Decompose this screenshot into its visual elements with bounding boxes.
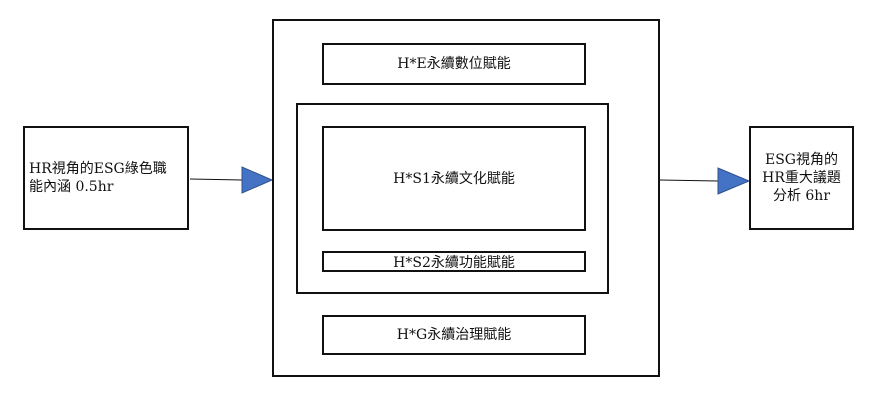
input-box-line2: 能內涵 0.5hr [29, 179, 114, 195]
s1-label: H*S1永續文化賦能 [393, 170, 515, 187]
input-box-line1: HR視角的ESG綠色職 [29, 161, 167, 177]
input-box-text: HR視角的ESG綠色職 能內涵 0.5hr [23, 126, 189, 230]
g-label: H*G永續治理賦能 [396, 327, 512, 343]
input-box [23, 126, 189, 230]
left-arrow-head [241, 166, 274, 194]
g-box [322, 315, 586, 355]
output-box-line1: ESG視角的 [765, 152, 838, 168]
right-arrow-line [659, 179, 719, 182]
s1-box [322, 126, 586, 231]
right-arrow-head [717, 167, 751, 195]
output-box-line2: HR重大議題 [762, 170, 841, 186]
output-box-text: ESG視角的 HR重大議題 分析 6hr [749, 126, 854, 230]
s2-box [322, 251, 586, 272]
e-label: H*E永續數位賦能 [397, 56, 511, 72]
left-arrow-line [189, 178, 243, 181]
e-box [322, 43, 586, 85]
output-box [749, 126, 854, 230]
output-box-line3: 分析 6hr [772, 188, 831, 204]
s2-label: H*S2永續功能賦能 [393, 254, 515, 271]
